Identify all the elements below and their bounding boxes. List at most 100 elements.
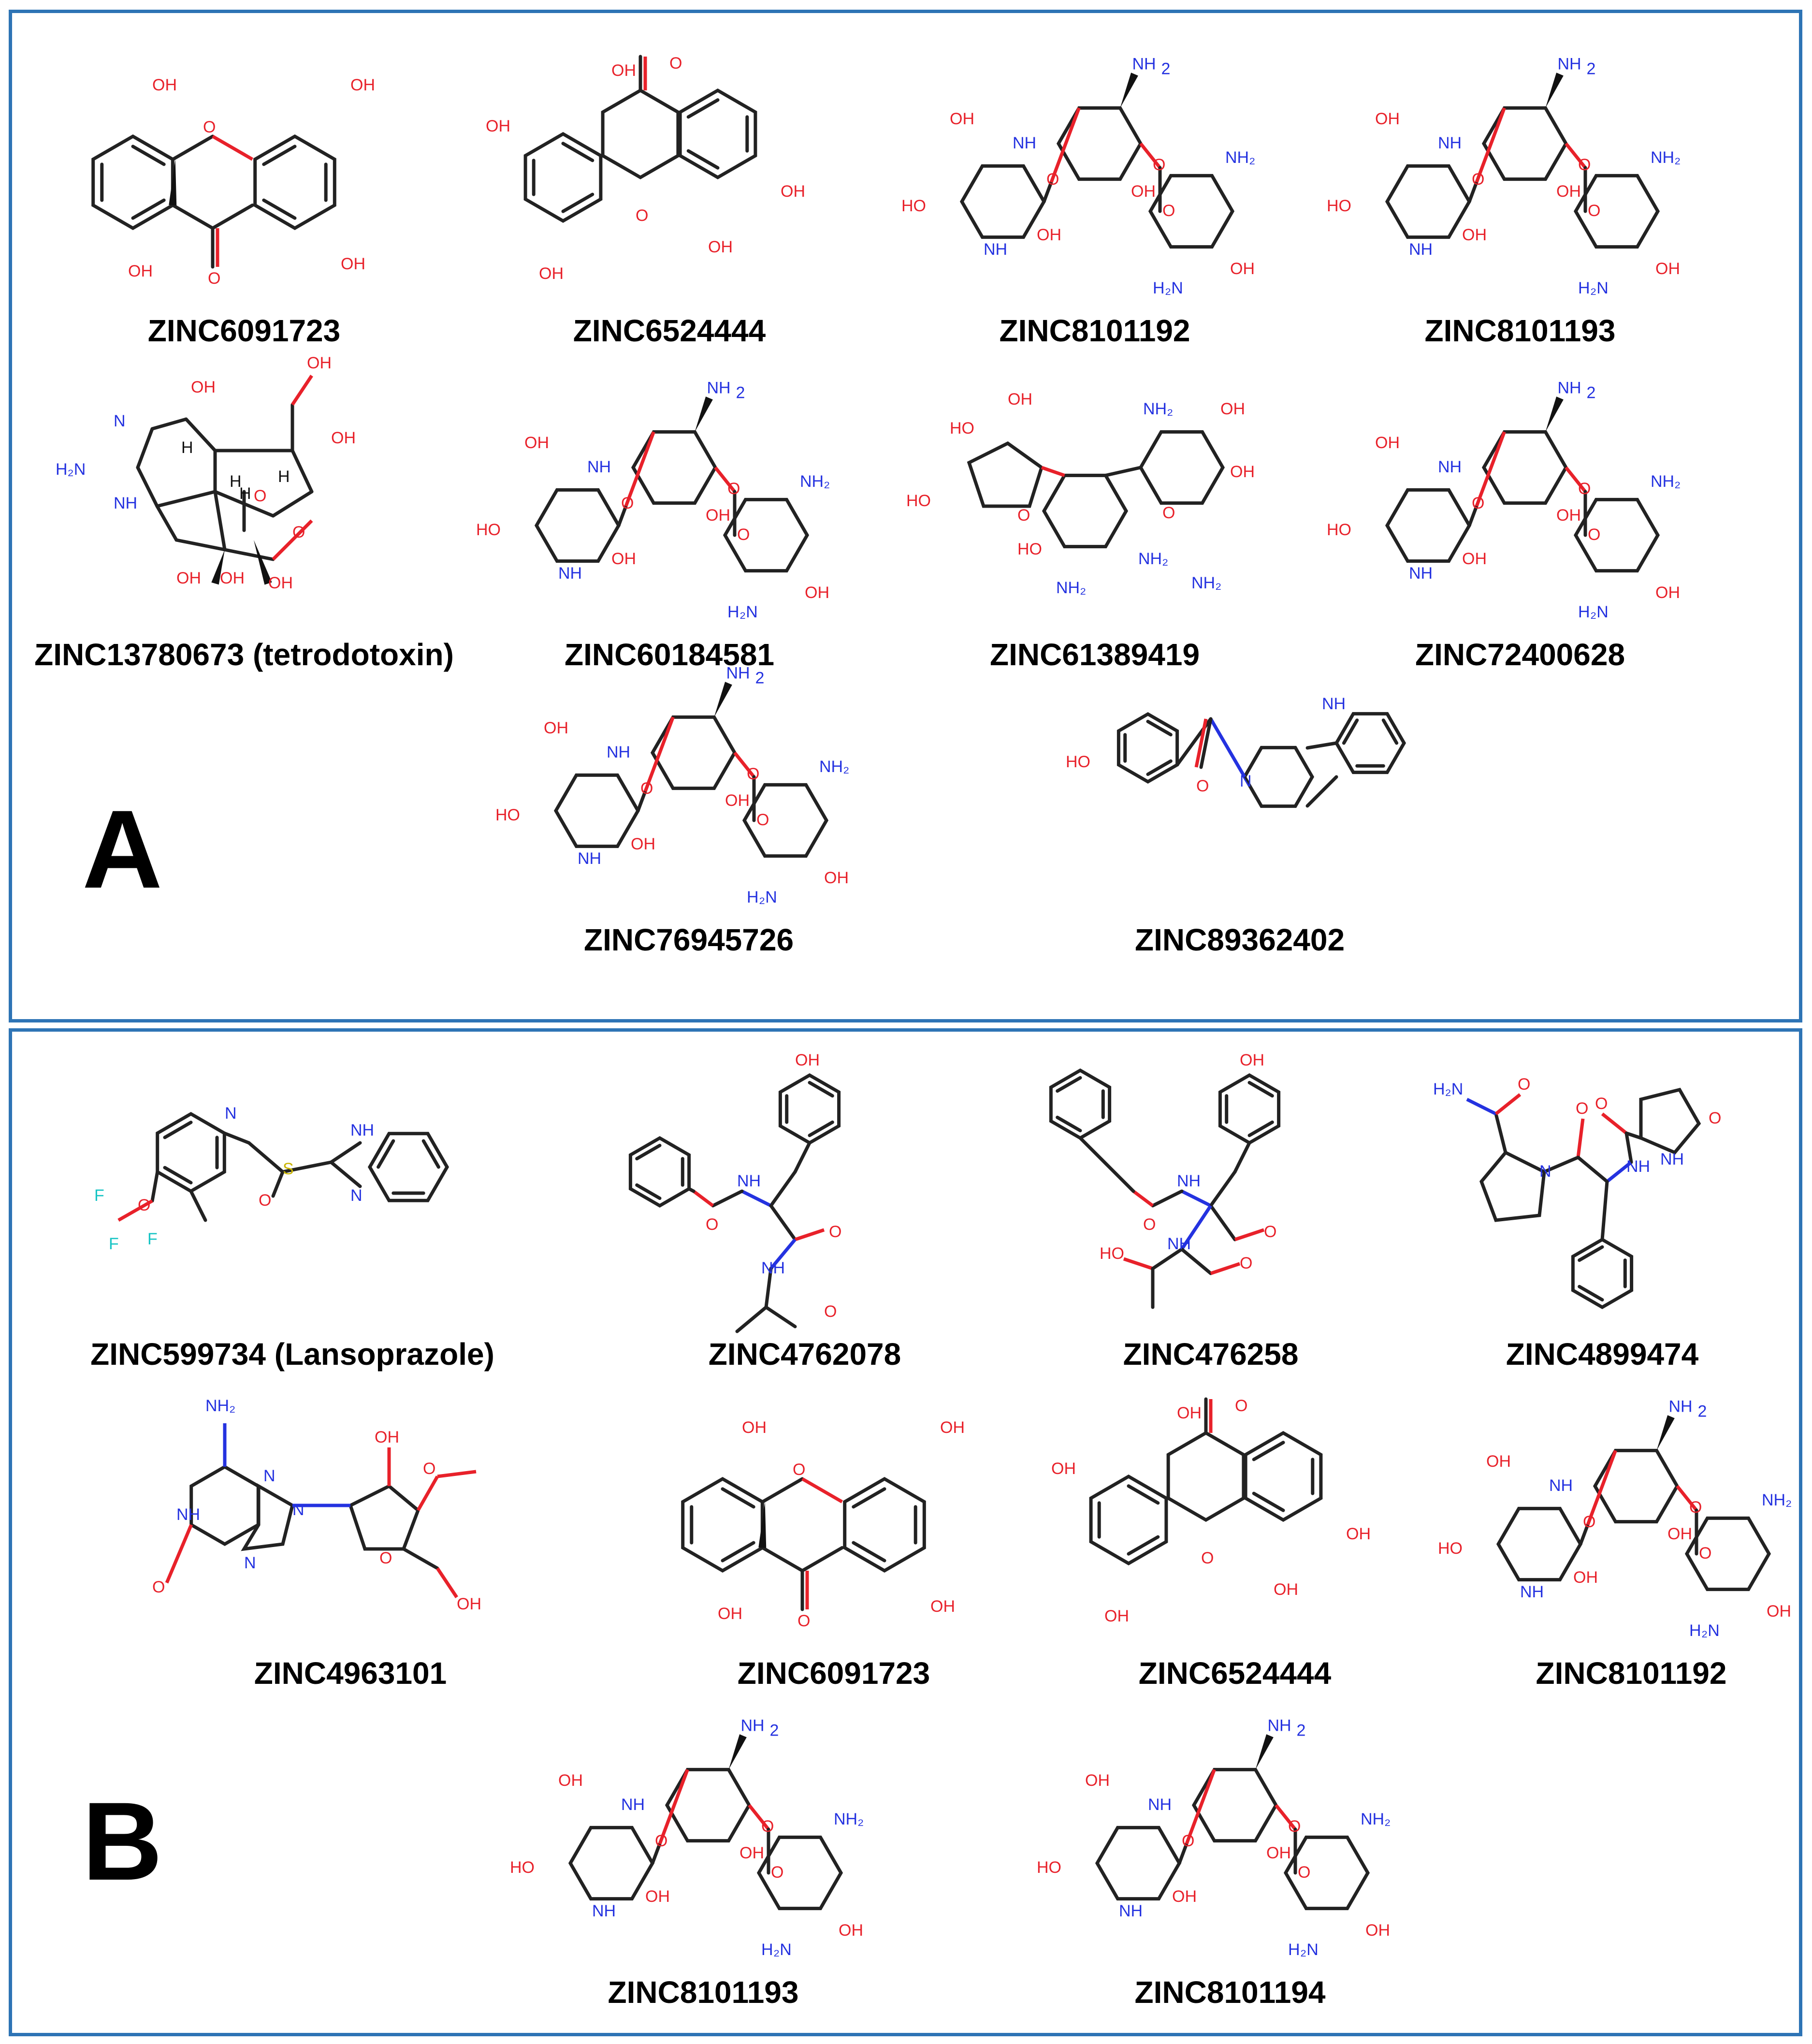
svg-text:OH: OH [176,569,201,587]
svg-text:₂N: ₂N [1165,279,1183,297]
svg-text:F: F [147,1230,158,1248]
svg-text:NH: NH [1438,458,1462,476]
svg-text:NH: NH [707,379,731,397]
svg-text:N: N [263,1467,275,1485]
compound-label: ZINC72400628 [1415,637,1625,672]
svg-text:NH₂: NH₂ [1191,574,1221,592]
svg-text:OH: OH [940,1418,965,1437]
svg-text:NH₂: NH₂ [1651,148,1681,167]
svg-text:OH: OH [1274,1580,1298,1599]
svg-text:OH: OH [839,1921,863,1940]
svg-text:OH: OH [1037,226,1061,244]
svg-text:OH: OH [1486,1452,1511,1471]
svg-text:H: H [278,467,290,486]
compound-label: ZINC8101192 [999,313,1190,348]
svg-text:O: O [1689,1498,1702,1517]
svg-text:NH: NH [1520,1583,1544,1601]
svg-text:₂N: ₂N [759,888,777,906]
svg-text:O: O [138,1196,150,1214]
svg-text:OH: OH [1655,260,1680,278]
svg-text:OH: OH [739,1844,764,1862]
svg-text:O: O [292,523,305,541]
svg-text:O: O [706,1215,718,1234]
svg-text:NH₂: NH₂ [1138,550,1168,568]
svg-text:2: 2 [1587,59,1596,78]
svg-text:N: N [244,1554,256,1572]
svg-text:OH: OH [645,1887,670,1906]
svg-text:OH: OH [1177,1404,1202,1422]
svg-text:O: O [771,1863,783,1882]
svg-text:OH: OH [1240,1051,1264,1069]
svg-text:H: H [1578,603,1590,621]
svg-text:O: O [1182,1832,1194,1850]
svg-text:O: O [423,1460,435,1478]
svg-text:O: O [727,480,740,498]
svg-text:O: O [208,269,220,288]
compound-label: ZINC76945726 [583,922,794,957]
svg-text:OH: OH [611,61,636,80]
svg-text:HO: HO [476,521,501,539]
svg-text:OH: OH [307,354,332,372]
svg-text:OH: OH [1667,1525,1692,1543]
svg-text:2: 2 [755,669,765,687]
compound-label: ZINC6524444 [573,313,766,348]
svg-text:OH: OH [631,835,655,853]
svg-text:OH: OH [950,110,974,128]
svg-text:NH: NH [737,1172,761,1190]
svg-text:NH: NH [1167,1235,1191,1253]
svg-text:O: O [756,811,769,829]
svg-text:₂N: ₂N [1590,603,1609,621]
svg-text:NH: NH [1669,1397,1693,1416]
svg-text:OH: OH [152,76,177,94]
svg-text:O: O [1143,1215,1156,1234]
svg-text:N: N [1539,1162,1551,1181]
svg-text:OH: OH [742,1418,767,1437]
svg-text:F: F [109,1235,119,1253]
svg-text:OH: OH [824,869,849,887]
svg-text:O: O [1578,480,1591,498]
compound-label: ZINC8101194 [1134,1975,1326,2010]
svg-text:OH: OH [1220,400,1245,418]
svg-text:NH₂: NH₂ [1225,148,1255,167]
svg-text:OH: OH [708,238,733,256]
panel-letter: A [82,787,163,911]
svg-text:O: O [1699,1544,1711,1562]
svg-text:HO: HO [906,492,931,510]
svg-text:O: O [669,54,682,73]
svg-text:H₂N: H₂N [1433,1080,1463,1098]
svg-text:O: O [1017,506,1030,525]
compound-label: ZINC599734 (Lansoprazole) [90,1337,494,1372]
svg-text:F: F [94,1186,104,1205]
svg-text:NH: NH [1119,1902,1143,1920]
svg-text:OH: OH [331,429,356,447]
svg-text:HO: HO [950,419,974,438]
svg-text:S: S [283,1160,294,1178]
svg-text:OH: OH [805,584,829,602]
svg-text:H: H [1689,1621,1701,1640]
svg-text:OH: OH [1767,1602,1791,1621]
svg-text:HO: HO [495,806,520,824]
compound-label: ZINC8101193 [1424,313,1616,348]
svg-text:2: 2 [1587,383,1596,402]
svg-text:2: 2 [1297,1721,1306,1739]
svg-text:O: O [1578,156,1591,174]
svg-text:OH: OH [1230,463,1255,481]
svg-text:O: O [1709,1109,1721,1127]
svg-text:O: O [1264,1223,1276,1241]
